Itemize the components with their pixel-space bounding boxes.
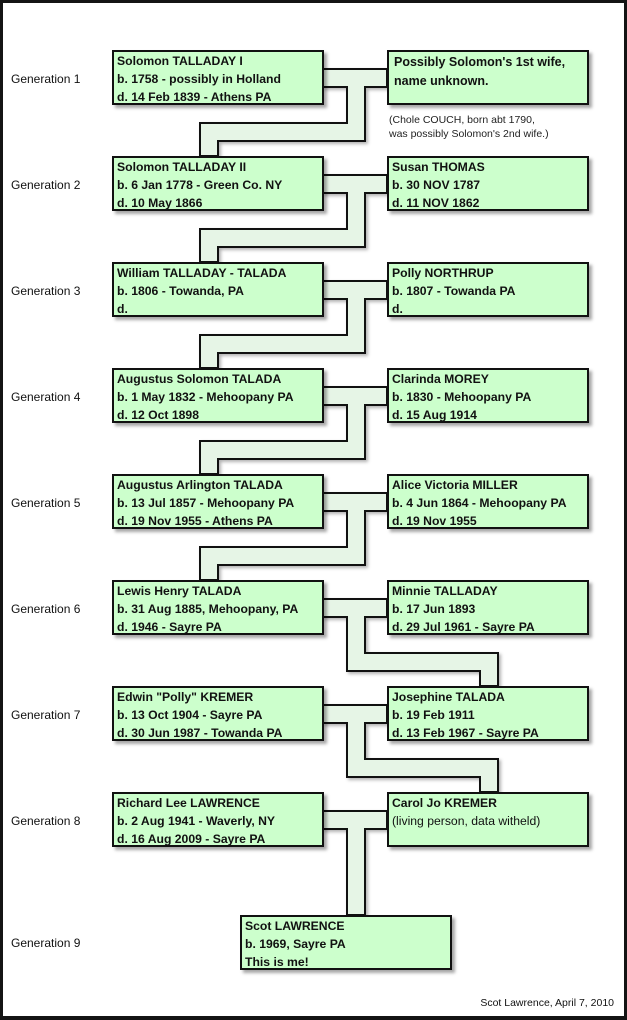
person-name: Susan THOMAS xyxy=(392,160,485,174)
person-death: d. 13 Feb 1967 - Sayre PA xyxy=(392,726,539,740)
generation-label: Generation 8 xyxy=(11,814,81,828)
person-box-unknown-first-wife[interactable]: Possibly Solomon's 1st wife, name unknow… xyxy=(387,50,589,105)
person-name: Minnie TALLADAY xyxy=(392,584,498,598)
person-box-richard-lee-lawrence[interactable]: Richard Lee LAWRENCE b. 2 Aug 1941 - Wav… xyxy=(112,792,324,847)
person-name: William TALLADAY - TALADA xyxy=(117,266,287,280)
person-birth: name unknown. xyxy=(394,74,489,88)
person-birth: b. 1 May 1832 - Mehoopany PA xyxy=(117,390,294,404)
person-name: Augustus Solomon TALADA xyxy=(117,372,282,386)
person-name: Lewis Henry TALADA xyxy=(117,584,242,598)
person-birth: b. 1758 - possibly in Holland xyxy=(117,72,281,86)
author-credit: Scot Lawrence, April 7, 2010 xyxy=(480,997,614,1009)
person-death: d. 19 Nov 1955 xyxy=(392,514,477,528)
person-box-minnie-talladay[interactable]: Minnie TALLADAY b. 17 Jun 1893 d. 29 Jul… xyxy=(387,580,589,635)
person-box-clarinda-morey[interactable]: Clarinda MOREY b. 1830 - Mehoopany PA d.… xyxy=(387,368,589,423)
person-death: d. 19 Nov 1955 - Athens PA xyxy=(117,514,273,528)
person-box-augustus-solomon-talada[interactable]: Augustus Solomon TALADA b. 1 May 1832 - … xyxy=(112,368,324,423)
person-birth: b. 31 Aug 1885, Mehoopany, PA xyxy=(117,602,299,616)
person-death: d. 16 Aug 2009 - Sayre PA xyxy=(117,832,266,846)
connector-gen8-gen9 xyxy=(322,810,388,916)
generation-label: Generation 1 xyxy=(11,72,81,86)
generation-label: Generation 5 xyxy=(11,496,81,510)
person-death: d. xyxy=(392,302,403,316)
person-box-solomon-talladay-ii[interactable]: Solomon TALLADAY II b. 6 Jan 1778 - Gree… xyxy=(112,156,324,211)
person-death: d. 12 Oct 1898 xyxy=(117,408,199,422)
generation-label: Generation 7 xyxy=(11,708,81,722)
person-birth: b. 30 NOV 1787 xyxy=(392,178,481,192)
person-name: Augustus Arlington TALADA xyxy=(117,478,283,492)
person-death: d. xyxy=(117,302,128,316)
person-box-susan-thomas[interactable]: Susan THOMAS b. 30 NOV 1787 d. 11 NOV 18… xyxy=(387,156,589,211)
person-birth: b. 1969, Sayre PA xyxy=(245,937,346,951)
person-death: d. 15 Aug 1914 xyxy=(392,408,477,422)
person-birth: b. 19 Feb 1911 xyxy=(392,708,475,722)
person-name: Polly NORTHRUP xyxy=(392,266,494,280)
person-birth: b. 13 Jul 1857 - Mehoopany PA xyxy=(117,496,295,510)
generation-label: Generation 4 xyxy=(11,390,81,404)
person-birth: b. 1807 - Towanda PA xyxy=(392,284,516,298)
person-birth: b. 13 Oct 1904 - Sayre PA xyxy=(117,708,263,722)
person-birth: b. 17 Jun 1893 xyxy=(392,602,476,616)
person-name: Edwin "Polly" KREMER xyxy=(117,690,254,704)
spouse-note: (Chole COUCH, born abt 1790, was possibl… xyxy=(389,113,549,141)
person-box-josephine-talada[interactable]: Josephine TALADA b. 19 Feb 1911 d. 13 Fe… xyxy=(387,686,589,741)
person-box-lewis-henry-talada[interactable]: Lewis Henry TALADA b. 31 Aug 1885, Mehoo… xyxy=(112,580,324,635)
person-death: d. 10 May 1866 xyxy=(117,196,203,210)
generation-label: Generation 6 xyxy=(11,602,81,616)
person-remark: This is me! xyxy=(245,955,309,969)
person-name: Richard Lee LAWRENCE xyxy=(117,796,260,810)
person-birth: b. 4 Jun 1864 - Mehoopany PA xyxy=(392,496,567,510)
person-death: d. 14 Feb 1839 - Athens PA xyxy=(117,90,272,104)
person-name: Clarinda MOREY xyxy=(392,372,489,386)
person-name: Solomon TALLADAY II xyxy=(117,160,247,174)
person-box-scot-lawrence[interactable]: Scot LAWRENCE b. 1969, Sayre PA This is … xyxy=(240,915,452,970)
person-privacy-note: (living person, data witheld) xyxy=(392,814,541,828)
person-birth: b. 1830 - Mehoopany PA xyxy=(392,390,532,404)
person-name: Possibly Solomon's 1st wife, xyxy=(394,55,566,69)
generation-label: Generation 9 xyxy=(11,936,81,950)
person-name: Alice Victoria MILLER xyxy=(392,478,518,492)
person-death: d. 30 Jun 1987 - Towanda PA xyxy=(117,726,283,740)
person-name: Scot LAWRENCE xyxy=(245,919,345,933)
person-box-solomon-talladay-i[interactable]: Solomon TALLADAY I b. 1758 - possibly in… xyxy=(112,50,324,105)
generation-label: Generation 2 xyxy=(11,178,81,192)
person-birth: b. 6 Jan 1778 - Green Co. NY xyxy=(117,178,283,192)
person-death: d. 29 Jul 1961 - Sayre PA xyxy=(392,620,535,634)
person-name: Josephine TALADA xyxy=(392,690,505,704)
person-box-polly-northrup[interactable]: Polly NORTHRUP b. 1807 - Towanda PA d. xyxy=(387,262,589,317)
generation-label: Generation 3 xyxy=(11,284,81,298)
person-death: d. 11 NOV 1862 xyxy=(392,196,480,210)
note-line: (Chole COUCH, born abt 1790, xyxy=(389,114,535,126)
person-birth: b. 1806 - Towanda, PA xyxy=(117,284,244,298)
person-death: d. 1946 - Sayre PA xyxy=(117,620,222,634)
note-line: was possibly Solomon's 2nd wife.) xyxy=(389,128,549,140)
person-box-william-talladay[interactable]: William TALLADAY - TALADA b. 1806 - Towa… xyxy=(112,262,324,317)
person-name: Carol Jo KREMER xyxy=(392,796,497,810)
person-name: Solomon TALLADAY I xyxy=(117,54,243,68)
person-box-augustus-arlington-talada[interactable]: Augustus Arlington TALADA b. 13 Jul 1857… xyxy=(112,474,324,529)
person-birth: b. 2 Aug 1941 - Waverly, NY xyxy=(117,814,276,828)
person-box-carol-jo-kremer[interactable]: Carol Jo KREMER (living person, data wit… xyxy=(387,792,589,847)
person-box-edwin-kremer[interactable]: Edwin "Polly" KREMER b. 13 Oct 1904 - Sa… xyxy=(112,686,324,741)
person-box-alice-victoria-miller[interactable]: Alice Victoria MILLER b. 4 Jun 1864 - Me… xyxy=(387,474,589,529)
